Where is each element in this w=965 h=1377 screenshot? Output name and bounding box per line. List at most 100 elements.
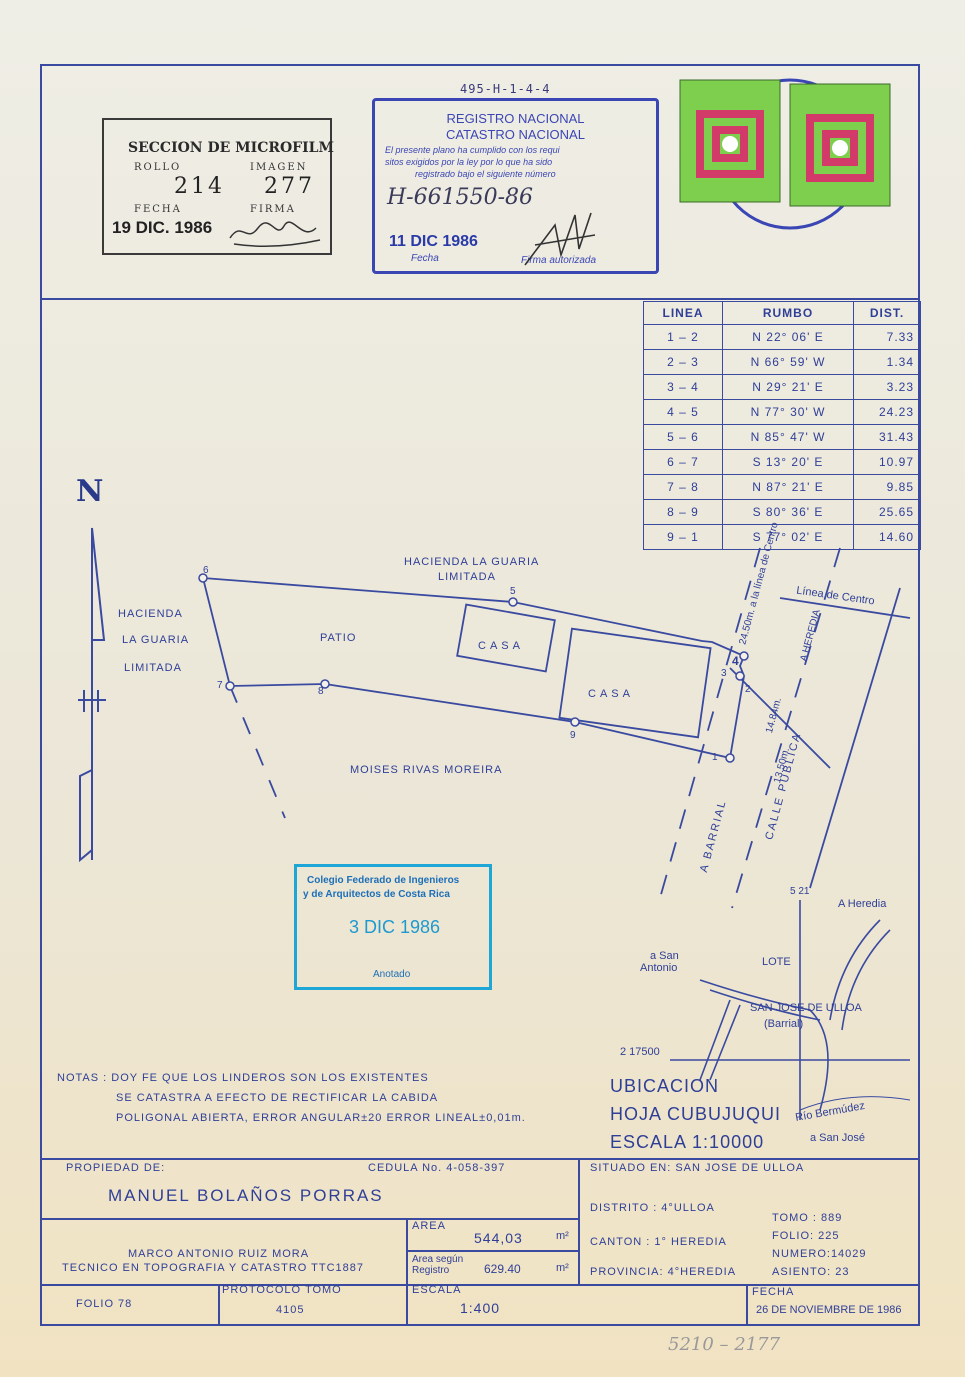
vertex-5: 5 <box>510 586 516 597</box>
bearing-header-dist: DIST. <box>853 301 921 325</box>
titleblock-vdiv4 <box>746 1284 748 1326</box>
colegio-anotado: Anotado <box>373 969 411 980</box>
titleblock-top <box>40 1158 920 1160</box>
bearing-dist: 9.85 <box>853 474 921 500</box>
vertex-9: 9 <box>570 730 576 741</box>
registro-date: 11 DIC 1986 <box>389 233 478 250</box>
area-value: 544,03 <box>474 1230 523 1246</box>
area-unit: m² <box>556 1230 569 1242</box>
titleblock-vdiv <box>578 1158 580 1284</box>
west-neighbor-line-2: LA GUARIA <box>122 634 190 646</box>
ubicacion-title: UBICACION <box>610 1076 720 1096</box>
map-barrial: (Barrial) <box>764 1018 804 1030</box>
fecha-label: FECHA <box>752 1286 795 1298</box>
escala-label: ESCALA <box>412 1284 462 1296</box>
bearing-linea: 4 – 5 <box>643 399 723 425</box>
bearing-rumbo: N 77° 30' W <box>722 399 854 425</box>
vertex-6: 6 <box>203 565 209 576</box>
microfilm-fecha-label: FECHA <box>134 204 182 215</box>
north-label: N <box>76 474 104 509</box>
titleblock-vdiv2 <box>406 1218 408 1326</box>
sheet-frame <box>40 64 920 1326</box>
map-a-heredia: A Heredia <box>838 898 887 910</box>
bearing-rumbo: S 77° 02' E <box>722 524 854 550</box>
coord-17500: 2 17500 <box>620 1046 660 1058</box>
area-registro-unit: m² <box>556 1262 569 1274</box>
colegio-title-1: Colegio Federado de Ingenieros <box>307 875 460 886</box>
protocolo-label: PROTOCOLO TOMO <box>222 1284 342 1296</box>
microfilm-title: SECCION DE MICROFILM <box>128 140 335 156</box>
map-lote: LOTE <box>762 956 791 968</box>
vertex-8: 8 <box>318 686 324 697</box>
bearing-linea: 1 – 2 <box>643 324 723 350</box>
colegio-stamp: Colegio Federado de Ingenieros y de Arqu… <box>294 864 492 990</box>
folio-right: FOLIO: 225 <box>772 1230 840 1242</box>
vertex-4: 4 <box>732 654 739 668</box>
microfilm-date: 19 DIC. 1986 <box>112 218 213 237</box>
titleblock-h1 <box>40 1218 580 1220</box>
bearing-dist: 14.60 <box>853 524 921 550</box>
registro-text-1: El presente plano ha cumplido con los re… <box>385 145 560 155</box>
distrito: DISTRITO : 4°ULLOA <box>590 1202 715 1214</box>
registro-text-2: sitos exigidos por la ley por lo que ha … <box>385 157 553 167</box>
bearing-dist: 24.23 <box>853 399 921 425</box>
microfilm-rollo-label: ROLLO <box>134 162 182 173</box>
numero: NUMERO:14029 <box>772 1248 867 1260</box>
north-arrow-icon <box>78 527 106 863</box>
registro-number: H-661550-86 <box>387 185 534 210</box>
surveyor-title: TECNICO EN TOPOGRAFIA Y CATASTRO TTC1887 <box>62 1262 365 1274</box>
microfilm-imagen-value: 277 <box>264 174 315 199</box>
bearing-linea: 8 – 9 <box>643 499 723 525</box>
north-neighbor-line-2: LIMITADA <box>438 571 496 583</box>
area-registro-value: 629.40 <box>484 1262 521 1276</box>
coord-5: 5 21 <box>790 886 810 897</box>
microfilm-stamp: SECCION DE MICROFILM ROLLO IMAGEN 214 27… <box>102 118 335 255</box>
vertex-7: 7 <box>217 680 223 691</box>
vertex-1: 1 <box>712 752 718 763</box>
protocolo-value: 4105 <box>276 1304 305 1316</box>
bearing-header-linea: LINEA <box>643 301 723 325</box>
bearing-linea: 2 – 3 <box>643 349 723 375</box>
bearing-rumbo: N 66° 59' W <box>722 349 854 375</box>
bearing-rumbo: S 13° 20' E <box>722 449 854 475</box>
titleblock-vdiv3 <box>218 1284 220 1326</box>
location-map <box>670 900 910 1120</box>
house-label-2: CASA <box>588 688 634 700</box>
vertex-3: 3 <box>721 668 727 679</box>
registro-title: REGISTRO NACIONAL <box>446 111 585 126</box>
fiscal-stamps-icon <box>679 78 891 230</box>
microfilm-rollo-value: 214 <box>174 174 225 199</box>
bearing-rumbo: N 22° 06' E <box>722 324 854 350</box>
area-label: AREA <box>412 1220 446 1232</box>
folio-left: FOLIO 78 <box>76 1298 133 1310</box>
microfilm-signature-icon <box>229 221 321 247</box>
south-neighbor: MOISES RIVAS MOREIRA <box>350 764 503 776</box>
microfilm-firma-label: FIRMA <box>250 204 296 215</box>
pencil-annotation: 5210 – 2177 <box>668 1334 781 1355</box>
notes-line-1: NOTAS : DOY FE QUE LOS LINDEROS SON LOS … <box>57 1072 429 1084</box>
map-a-san-jose: a San José <box>810 1132 866 1144</box>
registro-subtitle: CATASTRO NACIONAL <box>446 127 585 142</box>
bearing-rumbo: N 85° 47' W <box>722 424 854 450</box>
colegio-title-2: y de Arquitectos de Costa Rica <box>303 889 450 900</box>
bearing-linea: 3 – 4 <box>643 374 723 400</box>
bearing-linea: 9 – 1 <box>643 524 723 550</box>
bearing-dist: 3.23 <box>853 374 921 400</box>
notes-line-2: SE CATASTRA A EFECTO DE RECTIFICAR LA CA… <box>116 1092 439 1104</box>
microfilm-imagen-label: IMAGEN <box>250 162 308 173</box>
asiento: ASIENTO: 23 <box>772 1266 850 1278</box>
titleblock-h3 <box>40 1284 920 1286</box>
registro-nacional-stamp: REGISTRO NACIONAL CATASTRO NACIONAL El p… <box>372 98 659 274</box>
cedula: CEDULA No. 4-058-397 <box>368 1162 506 1174</box>
bearing-rumbo: N 29° 21' E <box>722 374 854 400</box>
map-a-san-line-1: a San <box>650 950 679 962</box>
bearing-header-rumbo: RUMBO <box>722 301 854 325</box>
notes-line-3: POLIGONAL ABIERTA, ERROR ANGULAR±20 ERRO… <box>116 1112 526 1124</box>
